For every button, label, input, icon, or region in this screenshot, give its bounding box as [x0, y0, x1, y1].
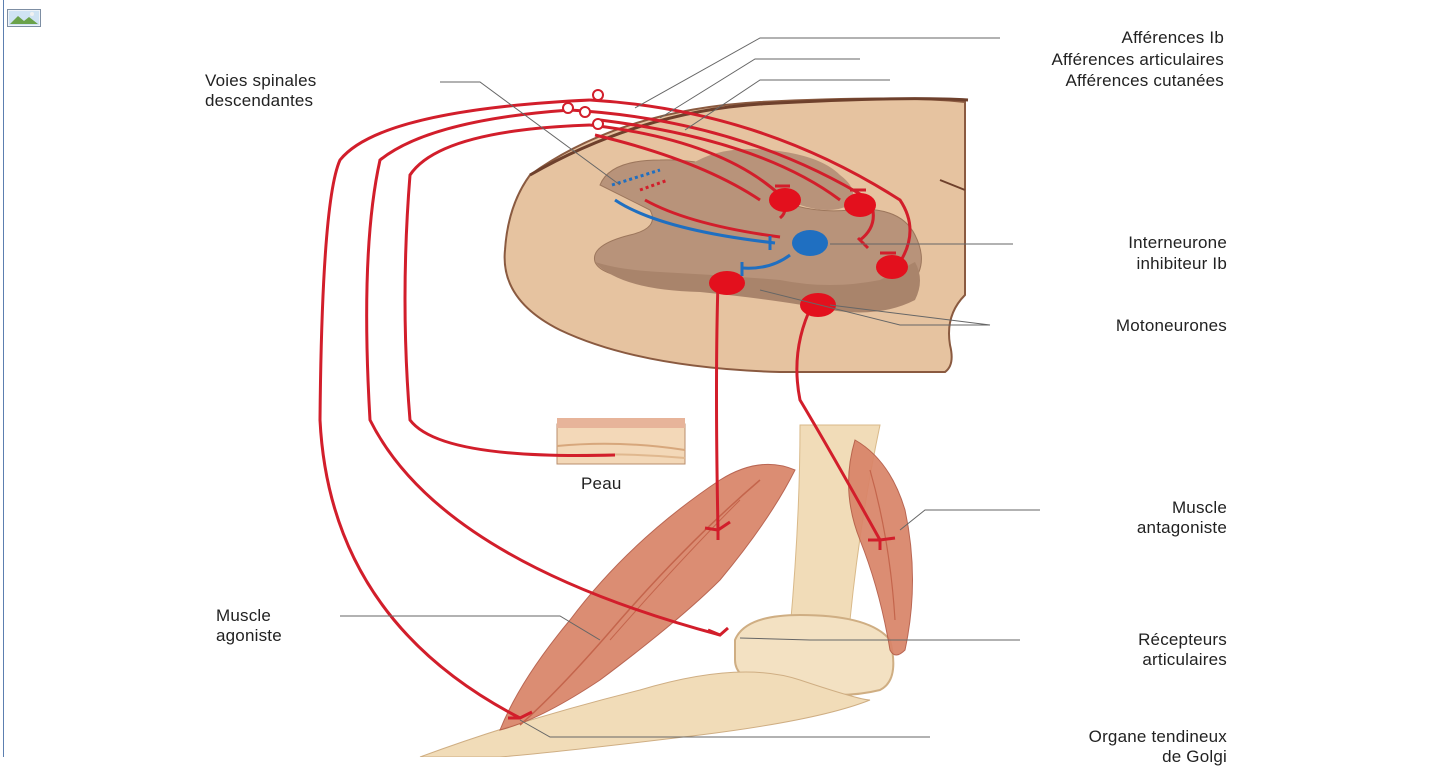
skin-block [557, 418, 685, 464]
interneurone-red-1 [769, 188, 801, 212]
label-afferences-ib: Afférences Ib [1122, 28, 1224, 48]
label-voies-spinales: Voies spinales [205, 71, 316, 91]
interneurone-red-3 [876, 255, 908, 279]
fibre-origins [563, 90, 603, 129]
label-afferences-cutanees: Afférences cutanées [1066, 71, 1224, 91]
label-muscle-agoniste-1: Muscle [216, 606, 271, 626]
label-descendantes: descendantes [205, 91, 313, 111]
motoneurone-1 [709, 271, 745, 295]
label-muscle-antagoniste-2: antagoniste [1137, 518, 1227, 538]
interneurone-ib-blue [792, 230, 828, 256]
label-peau: Peau [581, 474, 622, 494]
label-muscle-antagoniste-1: Muscle [1172, 498, 1227, 518]
label-organe-tendineux: Organe tendineux [1089, 727, 1227, 747]
label-recepteurs: Récepteurs [1138, 630, 1227, 650]
label-afferences-articulaires: Afférences articulaires [1052, 50, 1224, 70]
label-muscle-agoniste-2: agoniste [216, 626, 282, 646]
label-de-golgi: de Golgi [1162, 747, 1227, 767]
interneurone-red-2 [844, 193, 876, 217]
label-articulaires: articulaires [1142, 650, 1227, 670]
label-inhibiteur-ib: inhibiteur Ib [1137, 254, 1228, 274]
label-motoneurones: Motoneurones [1116, 316, 1227, 336]
label-interneurone: Interneurone [1128, 233, 1227, 253]
